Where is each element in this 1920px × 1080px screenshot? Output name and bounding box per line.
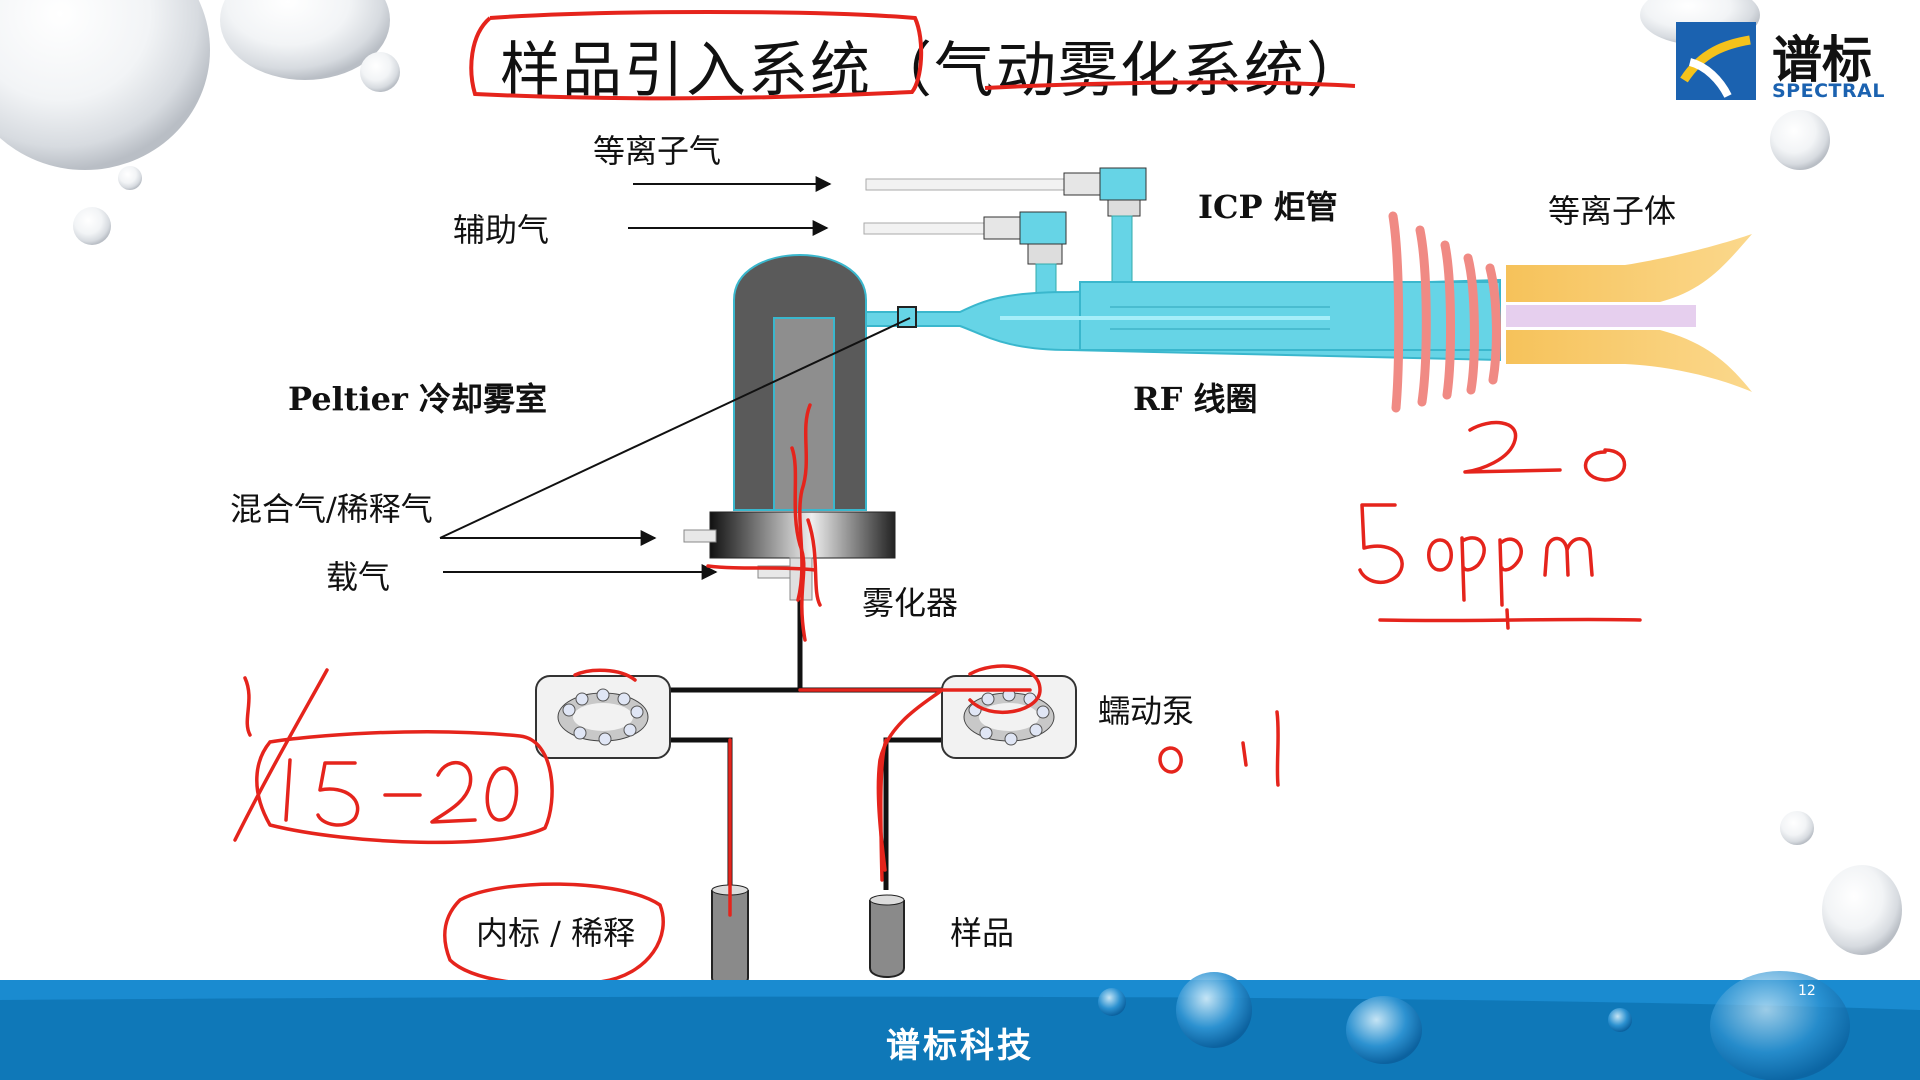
label-carrier-gas: 载气 [326, 558, 391, 596]
sample-tube [869, 894, 905, 978]
label-plasma: 等离子体 [1548, 192, 1677, 230]
title-handwritten-marks [469, 10, 1356, 101]
label-nebulizer: 雾化器 [862, 584, 959, 622]
slide-title: 样品引入系统（气动雾化系统） [500, 36, 1368, 106]
rf-coil [1388, 211, 1501, 413]
label-sample: 样品 [950, 914, 1015, 952]
peristaltic-pump-left [535, 675, 671, 759]
footer-text: 谱标科技 [886, 1026, 1034, 1066]
label-rf-coil: RF 线圈 [1133, 380, 1258, 418]
label-makeup-gas: 混合气/稀释气 [230, 490, 433, 528]
plasma-shape [1506, 234, 1752, 302]
brand-name-en: SPECTRAL [1772, 80, 1885, 102]
slide-number: 12 [1798, 983, 1816, 999]
label-spray-chamber: Peltier 冷却雾室 [288, 380, 548, 418]
footer-band [0, 971, 1920, 1080]
label-auxiliary-gas: 辅助气 [453, 211, 550, 249]
label-plasma-gas: 等离子气 [593, 132, 722, 170]
label-icp-torch: ICP 炬管 [1198, 188, 1338, 226]
label-internal-standard: 内标 / 稀释 [476, 914, 636, 952]
brand-logo-icon [1676, 22, 1756, 100]
brand-name-cn: 谱标 [1772, 31, 1872, 89]
label-peristaltic-pump: 蠕动泵 [1098, 692, 1195, 730]
